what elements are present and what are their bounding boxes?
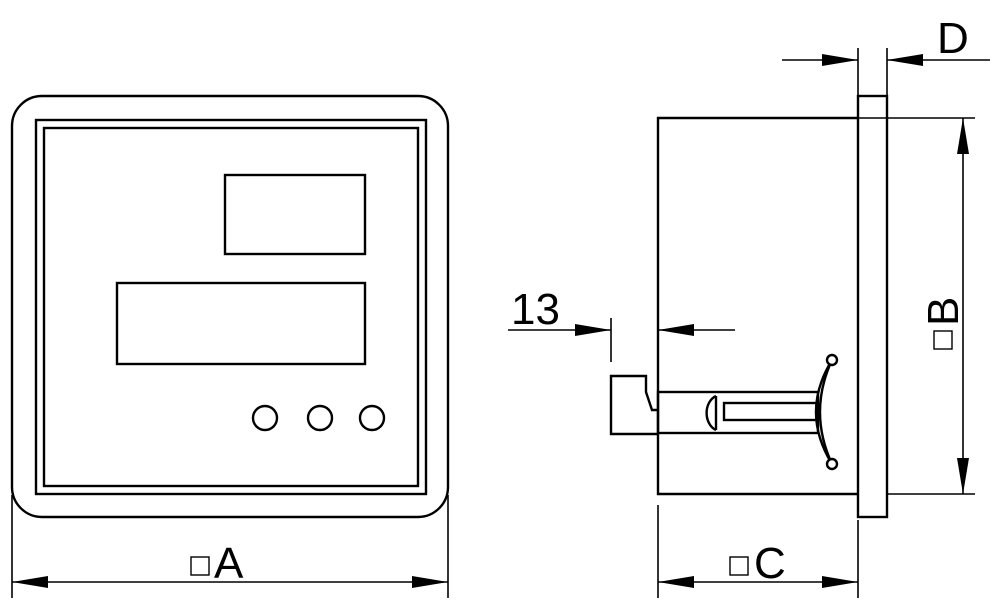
dim-13-label: 13 <box>511 285 560 334</box>
front-panel <box>42 126 420 488</box>
dim-c-arrow-left <box>658 576 694 588</box>
bracket-pin-top <box>825 353 839 367</box>
clamp-bracket <box>814 359 834 465</box>
bracket-pin-bottom <box>825 457 839 471</box>
dimension-d: D <box>782 14 990 96</box>
dim-c-arrow-right <box>822 576 858 588</box>
dim-b-arrow-top <box>957 118 969 154</box>
screw-head <box>705 394 717 432</box>
button-1 <box>251 404 279 432</box>
button-3 <box>358 404 386 432</box>
front-inner-bezel <box>34 118 428 496</box>
dimension-13: 13 <box>508 285 735 362</box>
dim-d-arrow-right <box>887 54 923 66</box>
square-symbol <box>933 330 953 350</box>
dim-13-arrow-right <box>658 324 694 336</box>
front-view <box>10 94 450 519</box>
small-display <box>223 173 367 256</box>
front-outer-bezel <box>10 94 450 519</box>
side-body <box>656 116 858 496</box>
dim-a-label: A <box>214 539 244 588</box>
dim-d-label: D <box>937 14 969 63</box>
side-view <box>609 94 889 519</box>
screw-slot <box>722 401 820 422</box>
dimension-c: C <box>657 505 859 598</box>
button-2 <box>306 404 334 432</box>
dim-a-arrow-left <box>12 576 48 588</box>
dim-b-arrow-bottom <box>957 458 969 494</box>
square-symbol <box>729 556 749 576</box>
dimension-a: A <box>11 495 449 598</box>
dimension-b: B <box>858 117 975 495</box>
dim-13-arrow-left <box>575 324 611 336</box>
dim-b-label: B <box>919 297 968 326</box>
square-symbol <box>190 556 210 576</box>
screw-shaft <box>656 390 820 435</box>
dim-a-arrow-right <box>412 576 448 588</box>
terminal-hook <box>609 374 658 436</box>
side-flange <box>856 94 889 519</box>
large-display <box>115 281 367 366</box>
dim-c-label: C <box>754 539 786 588</box>
dim-d-arrow-left <box>822 54 858 66</box>
